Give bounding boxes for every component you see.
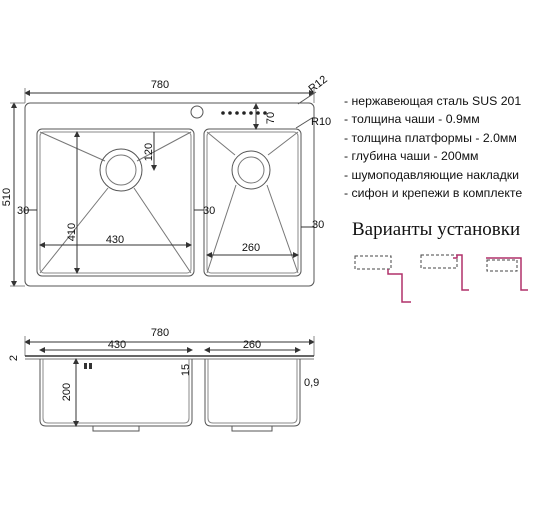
right-bowl-width-label: 260 [242, 242, 260, 254]
tap-hole [190, 105, 204, 119]
install-variants [354, 254, 528, 303]
drain-offset-label: 120 [143, 143, 155, 161]
top-height-label: 510 [1, 188, 13, 206]
outer-radius-label: R12 [306, 73, 329, 95]
bowl-radius-label: R10 [311, 116, 331, 128]
left-bowl-width-label: 430 [106, 234, 124, 246]
spec-list: - нержавеющая сталь SUS 201 - толщина ча… [344, 92, 558, 202]
center-margin-label: 30 [203, 205, 215, 217]
spec-item: - шумоподавляющие накладки [344, 167, 520, 182]
side-thickness-label: 0,9 [304, 377, 319, 389]
control-dots [221, 111, 267, 115]
side-platform-label: 2 [8, 355, 20, 361]
spec-item: - толщина платформы - 2.0мм [344, 130, 517, 145]
side-width-label: 780 [151, 327, 169, 339]
top-view [10, 88, 317, 287]
install-variants-title: Варианты установки [352, 219, 521, 240]
left-bowl-depth-label: 410 [66, 223, 78, 241]
side-view-labels: 780 2 430 260 200 15 0,9 [8, 327, 319, 401]
spec-item: - толщина чаши - 0.9мм [344, 112, 480, 127]
sink-outline [24, 102, 315, 287]
top-width-label: 780 [151, 79, 169, 91]
side-depth-label: 200 [61, 383, 73, 401]
left-margin-label: 30 [17, 205, 29, 217]
install-variant-flush [420, 254, 469, 291]
side-view [24, 336, 315, 432]
right-margin-label: 30 [312, 219, 324, 231]
side-right-bowl-width-label: 260 [243, 339, 261, 351]
left-bowl-outline [36, 128, 195, 277]
right-bowl-outline [203, 128, 302, 277]
right-bowl-section [204, 359, 301, 427]
side-gap-label: 15 [180, 364, 192, 376]
install-variant-overmount [486, 257, 528, 291]
left-drain [99, 148, 143, 192]
install-variant-undermount [354, 255, 411, 303]
spec-item: - нержавеющая сталь SUS 201 [344, 94, 522, 108]
spec-item: - сифон и крепежи в комплекте [344, 186, 523, 201]
right-drain [231, 150, 271, 190]
tap-offset-label: 70 [265, 112, 277, 124]
noise-pad-marks [84, 363, 92, 369]
spec-item: - глубина чаши - 200мм [344, 149, 479, 164]
side-left-bowl-width-label: 430 [108, 339, 126, 351]
